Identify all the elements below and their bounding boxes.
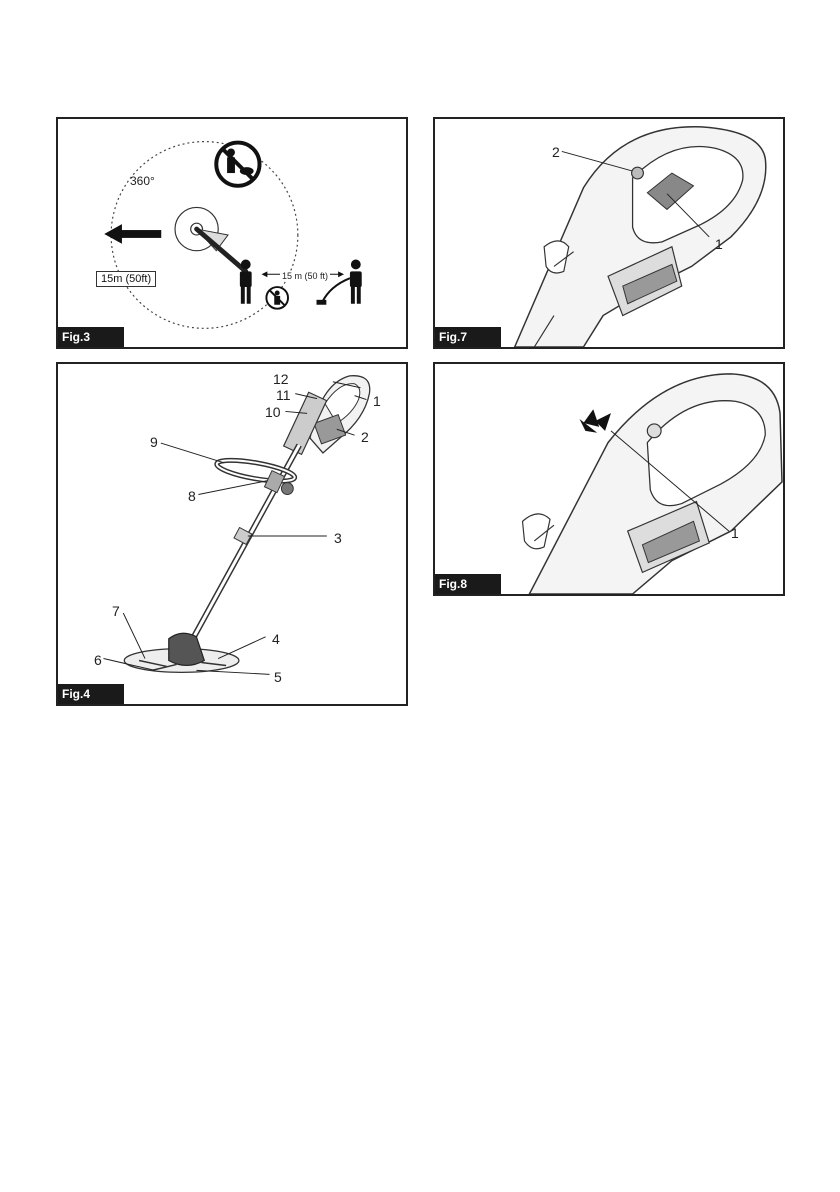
range-label: 15m (50ft) [96,271,156,287]
callout-1: 1 [715,237,723,251]
callout-2: 2 [552,145,560,159]
handle-closeup-drawing [435,119,783,347]
bystander-with-trimmer-icon [317,260,362,305]
callout-1: 1 [731,526,739,540]
figure-3: 360° 15m (50ft) 15 m (50 ft) Fig.3 [56,117,408,349]
figure-4: 12 11 1 10 2 9 8 3 7 4 6 5 Fig.4 [56,362,408,706]
callout-11: 11 [276,388,291,402]
figure-tag: Fig.7 [435,327,501,347]
no-people-pets-icon [216,143,259,186]
callout-1: 1 [373,394,381,408]
callout-12: 12 [273,372,289,386]
callout-8: 8 [188,489,196,503]
operator-icon [240,260,252,304]
callout-3: 3 [334,531,342,545]
figure-7: 2 1 Fig.7 [433,117,785,349]
callout-10: 10 [265,405,281,419]
trimmer-overview-drawing [58,364,406,704]
callout-9: 9 [150,435,158,449]
bystander-distance-label: 15 m (50 ft) [280,272,330,281]
no-bystander-icon [266,287,288,309]
figure-tag: Fig.3 [58,327,124,347]
angle-label: 360° [130,175,155,187]
callout-2: 2 [361,430,369,444]
callout-6: 6 [94,653,102,667]
safety-zone-diagram [58,119,406,347]
callout-5: 5 [274,670,282,684]
arrow-left-icon [104,224,161,244]
callout-7: 7 [112,604,120,618]
figure-tag: Fig.8 [435,574,501,594]
figure-8: 1 Fig.8 [433,362,785,596]
lock-button-shape [632,167,644,179]
callout-4: 4 [272,632,280,646]
lock-button-shape [647,424,661,438]
figure-tag: Fig.4 [58,684,124,704]
handle-lock-closeup-drawing [435,364,783,594]
press-indicator-icon [580,409,611,433]
